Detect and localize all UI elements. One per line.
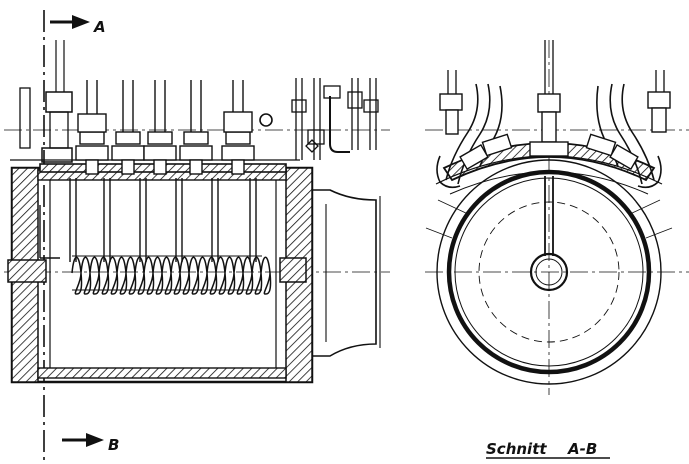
caption: Schnitt A-B	[486, 440, 610, 459]
caption-word: Schnitt	[486, 440, 547, 458]
section-line-a-b	[43, 10, 104, 464]
caption-section: A-B	[567, 440, 597, 458]
section-mark-a: A	[93, 18, 106, 36]
section-mark-b: B	[108, 436, 119, 454]
longitudinal-section-view	[4, 40, 390, 384]
cross-section-view	[425, 40, 689, 395]
